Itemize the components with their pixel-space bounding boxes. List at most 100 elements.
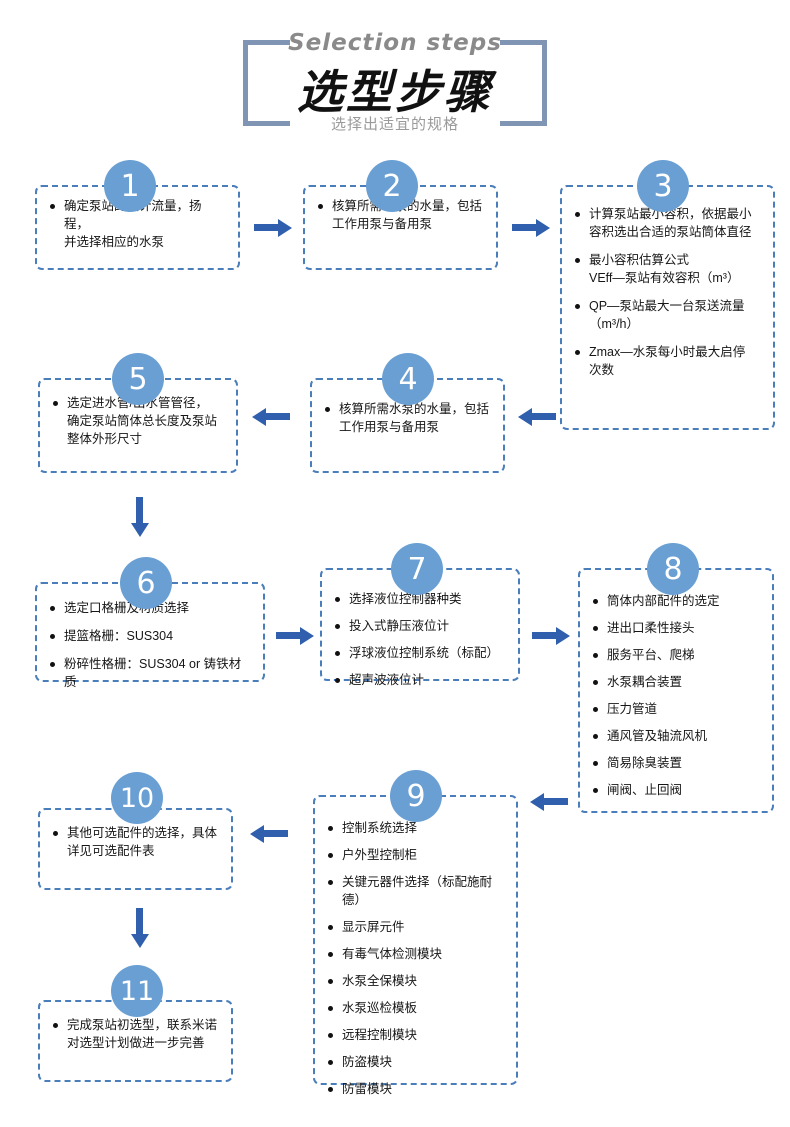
step-7-body: 选择液位控制器种类 投入式静压液位计 浮球液位控制系统（标配） 超声波液位计 [322, 570, 518, 706]
step-badge-8: 8 [647, 543, 699, 595]
list-item: QP—泵站最大一台泵送流量 （m³/h） [574, 297, 761, 333]
step-box-9[interactable]: 控制系统选择 户外型控制柜 关键元器件选择（标配施耐德） 显示屏元件 有毒气体检… [313, 795, 518, 1096]
step-9-list: 控制系统选择 户外型控制柜 关键元器件选择（标配施耐德） 显示屏元件 有毒气体检… [327, 819, 504, 1098]
step-badge-9: 9 [390, 770, 442, 822]
arrow-head [250, 825, 264, 843]
arrow-head [530, 793, 544, 811]
arrow-step6-to-step7 [276, 627, 316, 645]
step-3-body: 计算泵站最小容积，依据最小 容积选出合适的泵站筒体直径 最小容积估算公式 VEf… [562, 187, 773, 387]
step-badge-4: 4 [382, 353, 434, 405]
list-item: 防雷模块 [327, 1080, 504, 1098]
step-box-3[interactable]: 计算泵站最小容积，依据最小 容积选出合适的泵站筒体直径 最小容积估算公式 VEf… [560, 185, 775, 430]
list-item: 计算泵站最小容积，依据最小 容积选出合适的泵站筒体直径 [574, 205, 761, 241]
list-item: 显示屏元件 [327, 918, 504, 936]
arrow-shaft [542, 798, 568, 805]
arrow-shaft [136, 908, 143, 936]
step-10-body: 其他可选配件的选择，具体 详见可选配件表 [40, 810, 231, 868]
step-4-list: 核算所需水泵的水量，包括 工作用泵与备用泵 [324, 400, 491, 436]
page-header: Selection steps 选型步骤 选择出适宜的规格 [0, 28, 790, 143]
list-item: 水泵全保模块 [327, 972, 504, 990]
list-item: 浮球液位控制系统（标配） [334, 644, 506, 662]
list-item: 选择液位控制器种类 [334, 590, 506, 608]
step-box-8[interactable]: 筒体内部配件的选定 进出口柔性接头 服务平台、爬梯 水泵耦合装置 压力管道 通风… [578, 568, 774, 813]
list-item: 远程控制模块 [327, 1026, 504, 1044]
list-item: 筒体内部配件的选定 [592, 592, 760, 610]
step-1-list: 确定泵站的设计流量，扬程， 并选择相应的水泵 [49, 197, 226, 251]
step-10-list: 其他可选配件的选择，具体 详见可选配件表 [52, 824, 219, 860]
arrow-step1-to-step2 [254, 219, 294, 237]
header-frame-gap-top [290, 35, 500, 49]
page-title: 选型步骤 [297, 65, 493, 119]
list-item: Zmax—水泵每小时最大启停 次数 [574, 343, 761, 379]
step-badge-10: 10 [111, 772, 163, 824]
list-item: 压力管道 [592, 700, 760, 718]
arrow-shaft [264, 413, 290, 420]
arrow-head [131, 934, 149, 948]
arrow-head [556, 627, 570, 645]
step-9-body: 控制系统选择 户外型控制柜 关键元器件选择（标配施耐德） 显示屏元件 有毒气体检… [315, 797, 516, 1115]
list-item: 最小容积估算公式 VEff—泵站有效容积（m³） [574, 251, 761, 287]
list-item: 粉碎性格栅：SUS304 or 铸铁材质 [49, 655, 251, 691]
step-11-list: 完成泵站初选型，联系米诺 对选型计划做进一步完善 [52, 1016, 219, 1052]
step-badge-1: 1 [104, 160, 156, 212]
list-item: 水泵巡检模板 [327, 999, 504, 1017]
arrow-step5-to-step6 [131, 497, 149, 539]
step-11-body: 完成泵站初选型，联系米诺 对选型计划做进一步完善 [40, 1002, 231, 1060]
list-item: 其他可选配件的选择，具体 详见可选配件表 [52, 824, 219, 860]
arrow-step7-to-step8 [532, 627, 572, 645]
step-8-list: 筒体内部配件的选定 进出口柔性接头 服务平台、爬梯 水泵耦合装置 压力管道 通风… [592, 592, 760, 799]
list-item: 确定泵站的设计流量，扬程， 并选择相应的水泵 [49, 197, 226, 251]
list-item: 超声波液位计 [334, 671, 506, 689]
step-box-1[interactable]: 确定泵站的设计流量，扬程， 并选择相应的水泵 [35, 185, 240, 270]
list-item: 关键元器件选择（标配施耐德） [327, 873, 504, 909]
arrow-shaft [136, 497, 143, 525]
step-7-list: 选择液位控制器种类 投入式静压液位计 浮球液位控制系统（标配） 超声波液位计 [334, 590, 506, 689]
step-badge-7: 7 [391, 543, 443, 595]
list-item: 有毒气体检测模块 [327, 945, 504, 963]
step-4-body: 核算所需水泵的水量，包括 工作用泵与备用泵 [312, 380, 503, 444]
arrow-head [518, 408, 532, 426]
step-8-body: 筒体内部配件的选定 进出口柔性接头 服务平台、爬梯 水泵耦合装置 压力管道 通风… [580, 570, 772, 816]
arrow-head [252, 408, 266, 426]
arrow-shaft [530, 413, 556, 420]
list-item: 完成泵站初选型，联系米诺 对选型计划做进一步完善 [52, 1016, 219, 1052]
step-badge-2: 2 [366, 160, 418, 212]
step-1-body: 确定泵站的设计流量，扬程， 并选择相应的水泵 [37, 187, 238, 259]
arrow-shaft [532, 632, 558, 639]
list-item: 户外型控制柜 [327, 846, 504, 864]
list-item: 服务平台、爬梯 [592, 646, 760, 664]
list-item: 核算所需水泵的水量，包括 工作用泵与备用泵 [324, 400, 491, 436]
header-frame-gap-bottom [290, 117, 500, 131]
step-badge-5: 5 [112, 353, 164, 405]
arrow-step2-to-step3 [512, 219, 552, 237]
arrow-head [300, 627, 314, 645]
arrow-step8-to-step9 [528, 793, 568, 811]
list-item: 通风管及轴流风机 [592, 727, 760, 745]
step-3-list: 计算泵站最小容积，依据最小 容积选出合适的泵站筒体直径 最小容积估算公式 VEf… [574, 205, 761, 379]
list-item: 投入式静压液位计 [334, 617, 506, 635]
arrow-shaft [262, 830, 288, 837]
list-item: 提篮格栅：SUS304 [49, 627, 251, 645]
header-subtitle: 选择出适宜的规格 [330, 116, 459, 133]
step-badge-11: 11 [111, 965, 163, 1017]
list-item: 防盗模块 [327, 1053, 504, 1071]
arrow-head [131, 523, 149, 537]
list-item: 控制系统选择 [327, 819, 504, 837]
arrow-step9-to-step10 [248, 825, 288, 843]
list-item: 简易除臭装置 [592, 754, 760, 772]
step-badge-3: 3 [637, 160, 689, 212]
arrow-step10-to-step11 [131, 908, 149, 950]
list-item: 进出口柔性接头 [592, 619, 760, 637]
arrow-shaft [276, 632, 302, 639]
arrow-step3-to-step4 [516, 408, 556, 426]
step-6-list: 选定口格栅及材质选择 提篮格栅：SUS304 粉碎性格栅：SUS304 or 铸… [49, 599, 251, 691]
arrow-step4-to-step5 [250, 408, 290, 426]
step-badge-6: 6 [120, 557, 172, 609]
list-item: 水泵耦合装置 [592, 673, 760, 691]
arrow-shaft [254, 224, 280, 231]
arrow-shaft [512, 224, 538, 231]
header-english-title: Selection steps [288, 30, 502, 56]
arrow-head [278, 219, 292, 237]
list-item: 闸阀、止回阀 [592, 781, 760, 799]
